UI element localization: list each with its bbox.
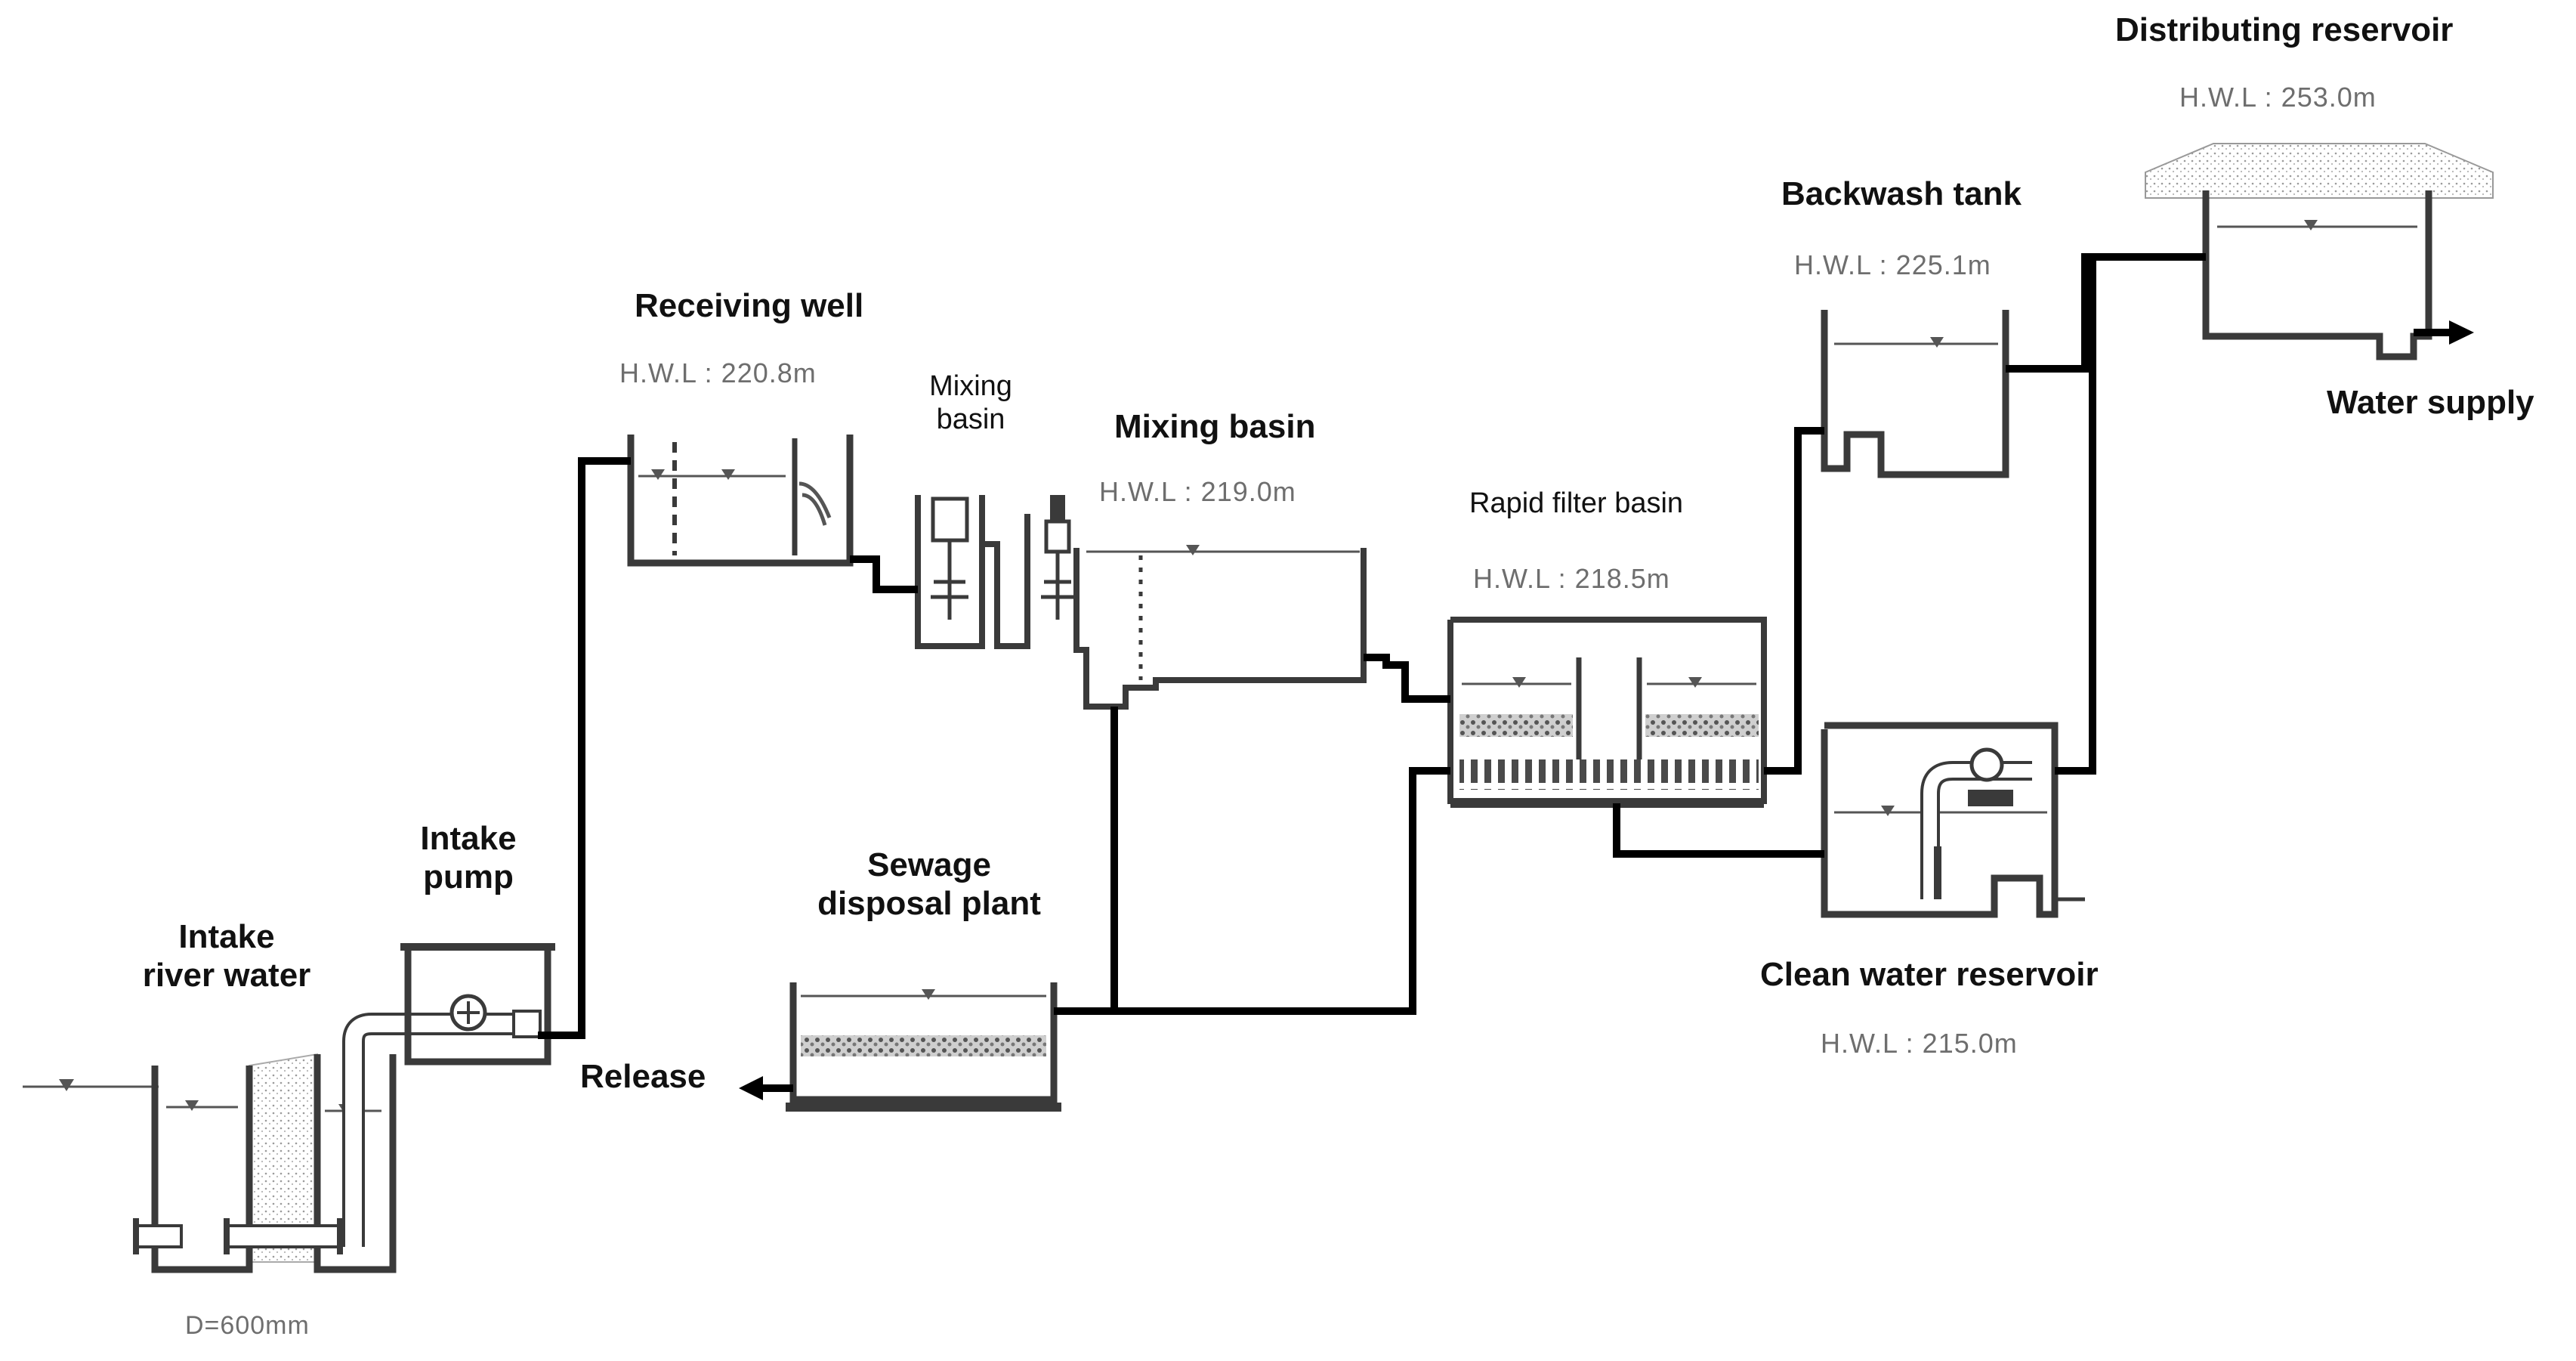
sewage-sludge-bed: [801, 1035, 1046, 1056]
backwash-tank-structure: [1821, 310, 2009, 478]
pipe-pump-to-receiving-well: [538, 457, 631, 1039]
intake-connecting-pipe: [225, 1224, 341, 1248]
water-supply-arrow-icon: [2449, 320, 2474, 345]
label-pipe-diameter: D=600mm: [185, 1311, 310, 1340]
hwl-distributing-reservoir: H.W.L : 253.0m: [2179, 82, 2377, 113]
label-backwash-tank: Backwash tank: [1781, 175, 2022, 212]
pipe-network: [538, 253, 2451, 1092]
river-level-marker-icon: [59, 1079, 74, 1091]
hwl-receiving-well: H.W.L : 220.8m: [619, 357, 817, 388]
pipe-mixing-to-filter: [1364, 654, 1450, 703]
overflow-weir-icon: [798, 481, 832, 526]
label-release: Release: [580, 1058, 706, 1095]
rapid-filter-basin-structure: [1447, 617, 1767, 808]
filter-2-media: [1645, 714, 1759, 737]
filter-1-media: [1459, 714, 1573, 737]
mixing-basin-level-marker-icon: [1186, 545, 1200, 555]
label-clean-water-reservoir: Clean water reservoir: [1760, 956, 2099, 993]
pipe-receiving-well-to-mixer: [850, 555, 918, 593]
reservoir-embankment: [2145, 143, 2494, 199]
pipe-backwash-to-distribution: [2006, 253, 2206, 373]
suction-pipe: [342, 1013, 521, 1247]
filter-2-level-marker-icon: [1688, 677, 1702, 688]
pipe-clean-reservoir-to-distribution: [2055, 257, 2096, 775]
label-mixing-basin: Mixing basin: [1114, 408, 1316, 445]
release-arrow-icon: [739, 1076, 763, 1100]
filter-1-level-marker-icon: [1512, 677, 1526, 688]
mixer-impeller-icon: [931, 580, 968, 599]
intake-level-marker-icon: [185, 1100, 199, 1111]
label-water-supply: Water supply: [2327, 384, 2534, 421]
rapid-mixing-basin-structure: [915, 495, 1074, 649]
backwash-tank-level-marker-icon: [1930, 337, 1944, 348]
pipe-filter-drain-to-sewage: [1114, 767, 1450, 1015]
pipe-backwash-to-filter: [1764, 427, 1824, 775]
hwl-backwash-tank: H.W.L : 225.1m: [1794, 249, 1991, 280]
intake-inlet-pipe: [134, 1224, 183, 1248]
distributing-level-marker-icon: [2304, 220, 2318, 230]
hwl-mixing-basin: H.W.L : 219.0m: [1099, 476, 1296, 507]
hwl-clean-water-reservoir: H.W.L : 215.0m: [1821, 1028, 2018, 1059]
intake-tower-left: [151, 1066, 253, 1273]
intake-river-water-structure: [23, 1013, 521, 1273]
label-intake-pump: Intake pump: [420, 820, 517, 895]
mixer-motor-icon: [931, 496, 969, 543]
label-sewage-disposal-plant: Sewage disposal plant: [817, 846, 1041, 922]
distributing-reservoir-structure: [2145, 143, 2494, 360]
mixing-basin-structure: [1073, 545, 1367, 710]
intake-tower-right: [314, 1054, 397, 1273]
pipe-filter-to-clean-reservoir: [1613, 803, 1824, 858]
hwl-rapid-filter-basin: H.W.L : 218.5m: [1473, 563, 1670, 594]
label-intake-river-water: Intake river water: [142, 918, 311, 994]
backwash-pump-icon: [1969, 747, 2004, 782]
receiving-well-structure: [627, 435, 854, 567]
intake-pump-house: [400, 943, 555, 1066]
label-mixing-basin-small: Mixing basin: [929, 370, 1012, 435]
sewage-disposal-plant-structure: [786, 982, 1061, 1112]
receiving-well-level-marker-icon: [651, 469, 665, 480]
filter-underdrain: [1459, 759, 1759, 790]
label-rapid-filter-basin: Rapid filter basin: [1469, 487, 1684, 519]
label-receiving-well: Receiving well: [635, 287, 864, 324]
clean-water-level-marker-icon: [1881, 806, 1895, 816]
label-distributing-reservoir: Distributing reservoir: [2115, 11, 2454, 48]
sewage-level-marker-icon: [922, 989, 935, 1000]
clean-water-reservoir-structure: [1821, 722, 2085, 918]
